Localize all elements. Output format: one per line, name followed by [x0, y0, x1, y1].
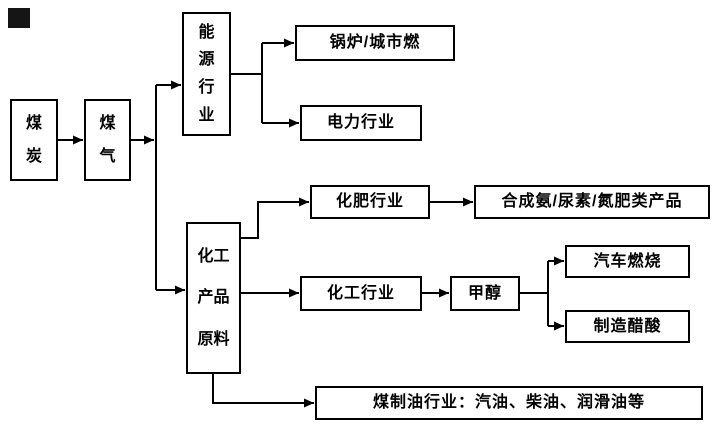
node-methanol-label: 甲醇 [467, 284, 502, 302]
node-coal: 煤 炭 [10, 99, 58, 181]
node-acetic-acid-label: 制造醋酸 [593, 317, 662, 335]
node-coal-char: 煤 [25, 115, 42, 133]
node-boiler-label: 锅炉/城市燃 [329, 34, 421, 52]
node-chemical-industry: 化工行业 [300, 276, 422, 311]
wire-chemraw-to-fertilizer [241, 197, 309, 239]
node-gas-char: 气 [99, 147, 116, 165]
node-fertilizer-industry: 化肥行业 [310, 185, 430, 219]
node-acetic-acid: 制造醋酸 [565, 310, 690, 343]
node-energy-industry: 能 源 行 业 [182, 12, 231, 136]
node-energy-char: 行 [198, 79, 215, 97]
node-ammonia-products: 合成氨/尿素/氮肥类产品 [474, 185, 710, 219]
node-power-label: 电力行业 [326, 114, 395, 132]
node-energy-char: 源 [198, 51, 215, 69]
node-coal-to-oil-industry: 煤制油行业：汽油、柴油、润滑油等 [315, 386, 703, 420]
node-auto-fuel-label: 汽车燃烧 [593, 252, 662, 270]
node-chem-raw-material: 化工 产品 原料 [186, 222, 241, 374]
corner-mark [8, 8, 30, 28]
node-energy-char: 业 [198, 107, 215, 125]
node-methanol: 甲醇 [450, 276, 520, 311]
node-coal-char: 炭 [25, 147, 42, 165]
node-auto-fuel: 汽车燃烧 [565, 245, 690, 278]
node-fertilizer-label: 化肥行业 [335, 193, 404, 211]
node-chemical-industry-label: 化工行业 [326, 284, 395, 302]
node-gas: 煤 气 [84, 99, 131, 181]
node-boiler-city-gas: 锅炉/城市燃 [295, 25, 455, 61]
wire-chemraw-to-coaloil [212, 374, 314, 408]
node-coal-to-oil-label: 煤制油行业：汽油、柴油、润滑油等 [372, 394, 645, 412]
node-ammonia-label: 合成氨/尿素/氮肥类产品 [501, 193, 683, 211]
node-gas-char: 煤 [99, 115, 116, 133]
node-chem-raw-line: 产品 [197, 289, 230, 307]
node-energy-char: 能 [198, 23, 215, 41]
node-chem-raw-line: 化工 [197, 247, 230, 265]
node-power-industry: 电力行业 [300, 105, 422, 141]
node-chem-raw-line: 原料 [197, 331, 230, 349]
